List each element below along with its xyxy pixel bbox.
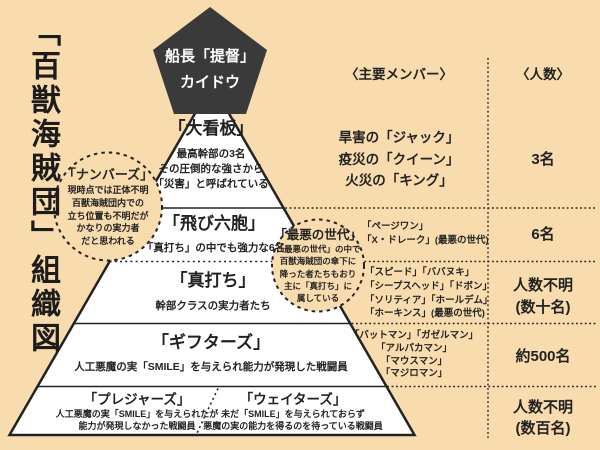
level-title-pleasures: 「プレジャーズ」 xyxy=(83,392,191,407)
vertical-title: 「百獣海賊団」組織図 xyxy=(26,16,59,356)
members-cell-row4: 「バットマン」「ガゼルマン」 「アルパカマン」 「マウスマン」 「マジロマン」 xyxy=(349,330,479,380)
members-cell-row1: 旱害の「ジャック」 疫災の「クイーン」 火災の「キング」 xyxy=(338,130,460,189)
level-desc-pleasures: 人工悪魔の実「SMILE」を与えられたが 能力が発現しなかった戦闘員 xyxy=(55,409,219,432)
captain-pentagon-shape xyxy=(153,7,267,114)
worst-generation-bubble-shape xyxy=(271,218,365,313)
captain-name: カイドウ xyxy=(179,73,241,91)
level-title-oogashira: 「大看板」 xyxy=(168,119,254,138)
level-title-gifters: 「ギフターズ」 xyxy=(151,333,271,352)
numbers-bubble-shape xyxy=(53,151,163,262)
count-cell-row5: 人数不明 (数百名) xyxy=(512,399,574,437)
captain-role: 船長「提督」 xyxy=(164,48,256,65)
worst-generation-bubble-desc: 「最悪の世代」の中で 百獣海賊団の傘下に 降った者たちもおり 主に「真打ち」に … xyxy=(275,244,361,304)
members-column-header: 〈主要メンバー〉 xyxy=(345,67,453,82)
members-cell-row2: 「ページワン」 「X・ドレーク」(最悪の世代) xyxy=(362,221,489,247)
numbers-bubble-desc: 現時点では正体不明 百獣海賊団内での 立ち位置も不明だが かなりの実力者 だと思… xyxy=(67,185,149,247)
level-desc-gifters: 人工悪魔の実「SMILE」を与えられ能力が発現した戦闘員 xyxy=(74,361,348,373)
worst-generation-bubble-title: 「最悪の世代」 xyxy=(274,228,362,242)
numbers-bubble-title: 「ナンバーズ」 xyxy=(62,167,154,182)
count-cell-row3: 人数不明 (数十名) xyxy=(512,277,574,316)
members-cell-row3: 「スピード」「ババヌキ」 「シープスヘッド」「ドボン」 「ソリティア」「ホールデ… xyxy=(365,267,493,320)
count-cell-row4: 約500名 xyxy=(515,348,571,365)
level-desc-oogashira: 最高幹部の3名 その圧倒的な強さから 「災害」と呼ばれている xyxy=(153,148,269,191)
captain-label: 船長「提督」 カイドウ xyxy=(165,44,255,95)
level-title-waiters: 「ウェイターズ」 xyxy=(239,392,347,407)
level-title-shinuchi: 「真打ち」 xyxy=(170,271,256,290)
count-cell-row2: 6名 xyxy=(531,226,555,243)
count-cell-row1: 3名 xyxy=(531,151,555,168)
level-desc-tobiroppo: 「真打ち」の中でも強力な6名 xyxy=(142,242,286,254)
level-desc-waiters: 未だ「SMILE」を与えられておらず 悪魔の実の能力を得るのを待っている戦闘員 xyxy=(203,409,383,432)
level-desc-shinuchi: 幹部クラスの実力者たち xyxy=(155,300,271,312)
level-title-tobiroppo: 「飛び六胞」 xyxy=(163,214,265,233)
count-column-header: 〈人数〉 xyxy=(516,67,570,82)
